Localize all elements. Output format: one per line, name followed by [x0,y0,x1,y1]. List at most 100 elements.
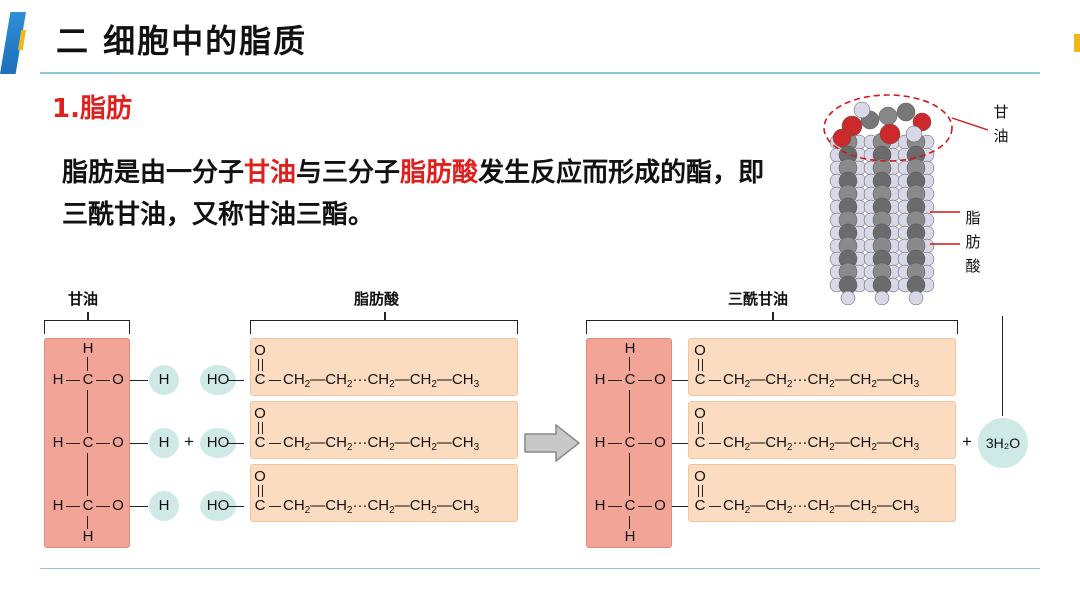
glycerol-bond-bottom [87,516,89,529]
glycerol-h-3: H [52,497,64,514]
acid-chain-ester-2: CH2—CH2···CH2—CH2—CH3 [723,434,920,453]
glycerol-h-2: H [594,434,606,451]
plus-sign-left: + [184,432,194,451]
bracket-triglyceride [586,312,958,334]
glycerol-bottom-h: H [624,528,636,545]
bracket-fatty-acid [250,312,518,334]
removed-h-circle-1: H [149,365,179,395]
glycerol-box [44,338,130,548]
removed-h-circle-3: H [149,491,179,521]
label-fatty-acid: 脂肪酸 [354,290,400,308]
oxygen-atom [912,112,932,132]
glycerol-c-3: C [82,497,94,514]
glycerol-bottom-h: H [82,528,94,545]
keyword-fatty-acid: 脂肪酸 [400,158,479,188]
glycerol-bond-hc-1 [608,380,622,382]
carbonyl-c-3: C [254,497,266,514]
glycerol-bond-top [87,357,89,371]
glycerol-bond-oh-2 [130,443,148,445]
header-accent-yellow [18,30,26,50]
molecule-label-fatty-acid: 脂肪酸 [965,209,981,275]
acid-bond-cc-1 [269,380,281,382]
carbonyl-c-1: C [254,371,266,388]
oxygen-atom [832,128,852,148]
carbonyl-c-2: C [254,434,266,451]
glycerol-bond-bottom [629,516,631,529]
carbonyl-double-bond-1 [257,359,263,371]
oxygen-atom [879,123,901,145]
acid-chain-2: CH2—CH2···CH2—CH2—CH3 [283,434,480,453]
ester-bond-2 [672,443,688,445]
glycerol-bond-co-1 [638,380,652,382]
glycerol-c-1: C [624,371,636,388]
water-leader-line [1002,316,1004,416]
glycerol-bond-co-3 [96,506,110,508]
glycerol-h-2: H [52,434,64,451]
glycerol-top-h: H [624,340,636,357]
glycerol-o-1: O [654,371,666,388]
carbonyl-double-bond-ester-1 [697,359,703,371]
carbonyl-double-bond-ester-3 [697,485,703,497]
reaction-arrow-icon [524,424,580,462]
acid-chain-3: CH2—CH2···CH2—CH2—CH3 [283,497,480,516]
glycerol-bond-co-2 [96,443,110,445]
carbonyl-o-2: O [254,405,266,422]
label-triglyceride: 三酰甘油 [728,290,789,308]
glycerol-bond-cc-2 [629,453,631,496]
glycerol-bond-cc-1 [87,390,89,433]
glycerol-c-1: C [82,371,94,388]
acid-bond-cc-2 [269,443,281,445]
glycerol-c-2: C [624,434,636,451]
molecule-label-glycerol: 甘油 [993,103,1009,145]
triglyceride-space-filling-model [818,90,948,309]
removed-h-circle-2: H [149,428,179,458]
glycerol-h-1: H [52,371,64,388]
section-heading: 1.脂肪 [52,94,132,124]
acid-chain-ester-1: CH2—CH2···CH2—CH2—CH3 [723,371,920,390]
ester-chain-box-1 [688,338,956,396]
glycerol-o-2: O [112,434,124,451]
glycerol-c-3: C [624,497,636,514]
acid-bond-cc-ester-2 [709,443,721,445]
carbonyl-double-bond-2 [257,422,263,434]
carbonyl-c-ester-2: C [694,434,706,451]
glycerol-bond-co-3 [638,506,652,508]
ester-chain-box-3 [688,464,956,522]
label-glycerol: 甘油 [68,290,99,308]
fatty-acid-box-2 [250,401,518,459]
bracket-glycerol [44,312,130,334]
acid-bond-cc-3 [269,506,281,508]
carbonyl-c-ester-3: C [694,497,706,514]
glycerol-h-3: H [594,497,606,514]
carbonyl-o-ester-2: O [694,405,706,422]
glycerol-o-3: O [112,497,124,514]
acid-bond-cc-ester-3 [709,506,721,508]
glycerol-bond-cc-2 [87,453,89,496]
glycerol-o-1: O [112,371,124,388]
acid-chain-ester-3: CH2—CH2···CH2—CH2—CH3 [723,497,920,516]
definition-text: 脂肪是由一分子甘油与三分子脂肪酸发生反应而形成的酯，即三酰甘油，又称甘油三酯。 [62,158,765,230]
glycerol-bond-co-1 [96,380,110,382]
glycerol-bond-oh-3 [130,506,148,508]
water-circle: 3H₂O [978,418,1028,468]
keyword-glycerol: 甘油 [244,158,297,188]
glycerol-bond-co-2 [638,443,652,445]
carbonyl-double-bond-ester-2 [697,422,703,434]
glycerol-top-h: H [82,340,94,357]
glycerol-o-2: O [654,434,666,451]
acid-bond-ho-3 [228,506,244,508]
glycerol-bond-hc-3 [608,506,622,508]
glycerol-bond-hc-1 [66,380,80,382]
page-title: 二 细胞中的脂质 [56,22,308,60]
bottom-divider [40,568,1040,569]
hydrogen-atom [905,125,923,143]
acid-bond-ho-1 [228,380,244,382]
glycerol-bond-oh-1 [130,380,148,382]
fatty-acid-box-3 [250,464,518,522]
hydrogen-atom [853,101,871,119]
triglyceride-glycerol-box [586,338,672,548]
header-accent-right [1074,34,1080,52]
glycerol-bond-hc-2 [608,443,622,445]
carbon-atom [896,102,916,122]
